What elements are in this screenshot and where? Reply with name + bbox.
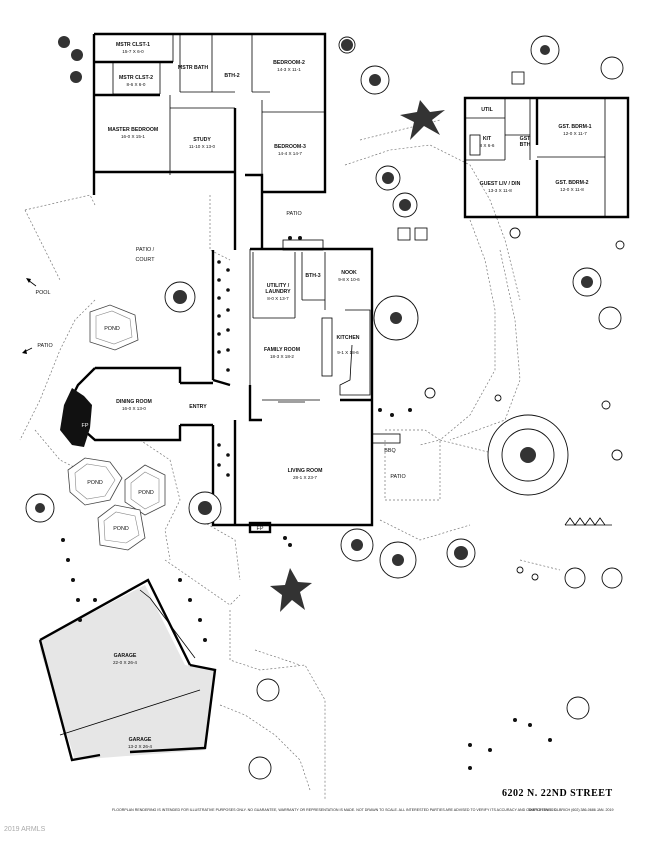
dim-family-room: 18-3 X 18-2 bbox=[270, 354, 294, 359]
pond-2 bbox=[67, 457, 123, 506]
dim-nook: 9-8 X 10-6 bbox=[338, 277, 360, 282]
label-pond-1: POND bbox=[104, 326, 120, 332]
label-bedroom-2: BEDROOM-2 bbox=[273, 60, 305, 66]
pond-1 bbox=[89, 304, 139, 351]
dim-dining-room: 16-0 X 13-0 bbox=[122, 406, 146, 411]
label-laundry: LAUNDRY bbox=[265, 289, 291, 295]
label-living-room: LIVING ROOM bbox=[288, 468, 323, 474]
label-util-guest: UTIL bbox=[481, 107, 493, 113]
label-family-room: FAMILY ROOM bbox=[264, 347, 300, 353]
label-bbq: BBQ bbox=[384, 448, 395, 454]
dim-gst-bdrm-2: 12-0 X 11-8 bbox=[560, 187, 584, 192]
label-garage-2: GARAGE bbox=[129, 737, 152, 743]
label-kitchen: KITCHEN bbox=[336, 335, 359, 341]
dim-living-room: 28-1 X 23-7 bbox=[293, 475, 317, 480]
dim-garage-1: 22-0 X 26-4 bbox=[113, 660, 137, 665]
label-pond-3: POND bbox=[138, 490, 154, 496]
pond-3 bbox=[124, 464, 166, 516]
sketch-credit: SKETCH BY: L. OLBRICH (602) 386-0686 JAN… bbox=[528, 808, 614, 812]
guest-house bbox=[463, 96, 630, 219]
planters bbox=[282, 71, 525, 444]
dim-kitchen: 9-1 X 18-6 bbox=[337, 350, 359, 355]
label-gst-bth-2: BTH bbox=[520, 142, 531, 148]
label-bth-3: BTH-3 bbox=[305, 273, 320, 279]
label-nook: NOOK bbox=[341, 270, 357, 276]
label-gst-bdrm-1: GST. BDRM-1 bbox=[558, 124, 591, 130]
landscape-trees bbox=[25, 35, 625, 780]
room-labels: MSTR CLST-1 15-7 X 6-0 MSTR CLST-2 8-6 X… bbox=[108, 42, 592, 749]
label-utility: UTILITY / bbox=[267, 283, 290, 289]
label-pond-4: POND bbox=[113, 526, 129, 532]
label-pond-2: POND bbox=[87, 480, 103, 486]
label-study: STUDY bbox=[193, 137, 211, 143]
label-gst-bth-1: GST bbox=[520, 136, 531, 142]
label-gst-bdrm-2: GST. BDRM-2 bbox=[555, 180, 588, 186]
dim-utility: 8-0 X 13-7 bbox=[267, 296, 289, 301]
label-patio-right: PATIO bbox=[390, 474, 405, 480]
dim-mstr-clst-2: 8-6 X 6-0 bbox=[127, 82, 146, 87]
label-guest-liv: GUEST LIV / DIN bbox=[480, 181, 521, 187]
label-patio-court-1: PATIO / bbox=[136, 247, 155, 253]
label-kit-guest: KIT bbox=[483, 136, 492, 142]
dim-bedroom-2: 14-3 X 11-1 bbox=[277, 67, 301, 72]
dim-mstr-clst-1: 15-7 X 6-0 bbox=[122, 49, 144, 54]
dim-guest-liv: 13-3 X 11-8 bbox=[488, 188, 512, 193]
label-garage-1: GARAGE bbox=[114, 653, 137, 659]
label-patio-top: PATIO bbox=[286, 211, 301, 217]
label-entry: ENTRY bbox=[189, 404, 207, 410]
label-fp-dining: FP bbox=[82, 423, 89, 429]
label-pool: POOL bbox=[36, 290, 51, 296]
garage bbox=[38, 578, 217, 762]
dim-study: 11-10 X 13-0 bbox=[189, 144, 216, 149]
label-patio-court-2: COURT bbox=[135, 257, 155, 263]
label-bth-2: BTH-2 bbox=[224, 73, 239, 79]
dim-gst-bdrm-1: 12-0 X 11-7 bbox=[563, 131, 587, 136]
disclaimer-text: FLOORPLAN RENDERING IS INTENDED FOR ILLU… bbox=[112, 808, 557, 812]
label-dining-room: DINING ROOM bbox=[116, 399, 152, 405]
label-mstr-clst-1: MSTR CLST-1 bbox=[116, 42, 150, 48]
label-fp-living: FP bbox=[257, 526, 264, 532]
main-house-walls bbox=[60, 32, 374, 534]
label-master-bedroom: MASTER BEDROOM bbox=[108, 127, 158, 133]
label-mstr-bath: MSTR BATH bbox=[178, 65, 208, 71]
dim-master-bedroom: 16-0 X 15-1 bbox=[121, 134, 145, 139]
label-mstr-clst-2: MSTR CLST-2 bbox=[119, 75, 153, 81]
copyright-watermark: 2019 ARMLS bbox=[4, 826, 46, 833]
scale-bar bbox=[564, 517, 612, 526]
dim-kit-guest: 8 X 6-6 bbox=[480, 143, 495, 148]
property-address: 6202 N. 22ND STREET bbox=[502, 788, 613, 799]
dim-garage-2: 13-2 X 26-4 bbox=[128, 744, 152, 749]
ponds bbox=[67, 304, 166, 551]
dim-bedroom-3: 14-4 X 14-7 bbox=[278, 151, 302, 156]
label-patio-left: PATIO bbox=[37, 343, 52, 349]
area-labels: PATIO PATIO / COURT POOL PATIO PATIO BBQ… bbox=[36, 211, 406, 532]
planting-dots bbox=[61, 236, 552, 770]
direction-arrows bbox=[22, 278, 37, 354]
label-bedroom-3: BEDROOM-3 bbox=[274, 144, 306, 150]
